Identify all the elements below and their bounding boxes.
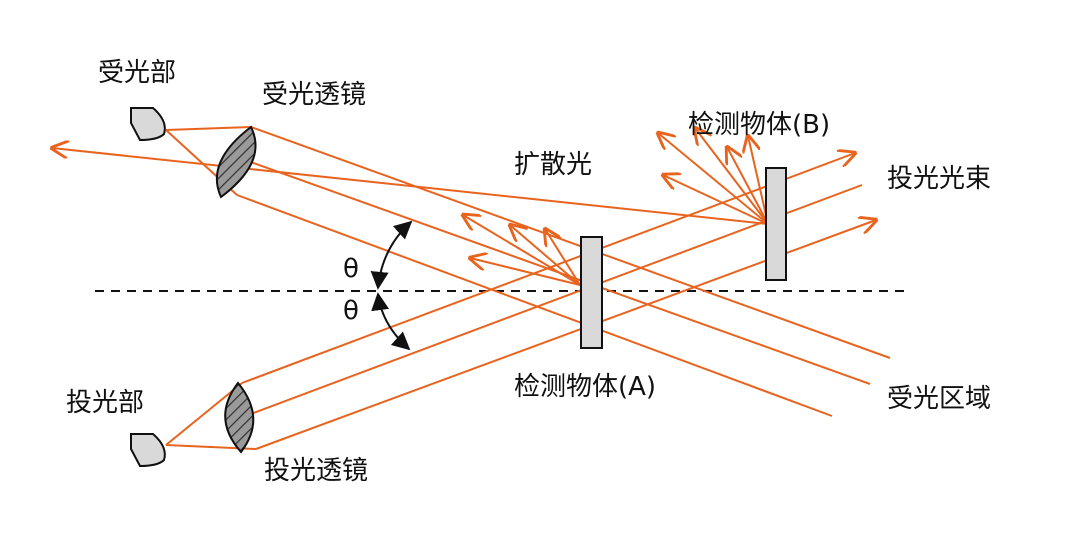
theta-arc-upper — [370, 220, 413, 290]
emitter-lens — [224, 381, 255, 454]
reflected-ray-b — [52, 148, 769, 225]
detection-object-b — [765, 167, 787, 281]
theta-upper-label: θ — [343, 254, 359, 284]
diffuse-light-b — [658, 128, 769, 225]
theta-arc-lower — [371, 292, 411, 351]
light-emitter-icon — [130, 433, 166, 468]
photodetector-icon — [130, 107, 166, 142]
receiver-unit-label: 受光部 — [98, 58, 177, 88]
receiver-lens-label: 受光透镜 — [262, 80, 367, 110]
emitter-unit-label: 投光部 — [66, 388, 145, 418]
object-a-label: 检测物体(A) — [514, 372, 657, 402]
diffuse-light-label: 扩散光 — [514, 150, 593, 180]
theta-lower-label: θ — [343, 296, 359, 326]
emitter-lens-label: 投光透镜 — [264, 456, 369, 486]
emitted-beam-label: 投光光束 — [887, 164, 992, 194]
diffuse-light-a — [463, 215, 581, 286]
object-b-label: 检测物体(B) — [688, 110, 831, 140]
receiving-area-label: 受光区域 — [887, 384, 992, 414]
detection-object-a — [580, 236, 603, 349]
receiver-lens — [215, 125, 257, 199]
